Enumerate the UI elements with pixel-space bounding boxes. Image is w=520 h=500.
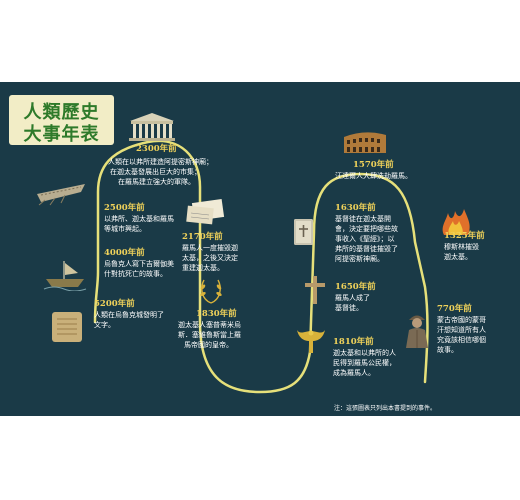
ship-icon <box>43 261 87 291</box>
mongol-khan-icon <box>406 315 428 348</box>
event-line: 基督徒。 <box>335 304 363 312</box>
scroll-icon <box>186 199 225 225</box>
event-year: 5200年前 <box>94 299 135 309</box>
event-line: 汗想知道所有人 <box>437 326 486 334</box>
event-line: 馬帝國的皇帝。 <box>184 341 233 349</box>
event-line: 阿提密斯神廟。 <box>335 255 384 263</box>
event-line: 事收入《聖經》；以 <box>335 235 395 243</box>
boat-icon <box>37 184 85 206</box>
event-2300-desc: 人類在以弗所建造阿提密斯神廟； 在迦太基發展出巨大的市集； 在羅馬建立強大的軍隊… <box>108 157 213 187</box>
cross-icon <box>305 276 325 304</box>
event-5200: 5200年前 人類在烏魯克城發明了 文字。 <box>94 299 164 330</box>
event-line: 蒙古帝國的蒙哥 <box>437 316 486 324</box>
event-line: 基督徒在迦太基開 <box>335 215 391 223</box>
event-line: 迦太基和以弗所的人 <box>333 349 396 357</box>
bible-icon <box>294 219 313 245</box>
event-year: 2500年前 <box>104 203 145 213</box>
event-line: 羅馬人一度摧毀迦 <box>182 244 238 252</box>
event-line: 文字。 <box>94 321 115 329</box>
event-line: 弗所的基督徒摧毀了 <box>335 245 398 253</box>
title-box: 人類歷史 大事年表 <box>9 95 114 145</box>
event-line: 人類在烏魯克城發明了 <box>94 311 164 319</box>
event-4000: 4000年前 烏魯克人寫下吉爾伽美 什對抗死亡的故事。 <box>104 248 174 279</box>
event-line: 成為羅馬人。 <box>333 369 375 377</box>
event-line: 穆斯林摧毀 <box>444 243 479 251</box>
event-year: 1810年前 <box>333 337 374 347</box>
footnote: 注：這張圖表只列出本書提到的事件。 <box>333 405 436 412</box>
title-line-1: 人類歷史 <box>23 102 100 123</box>
event-year: 1830年前 <box>196 309 237 319</box>
timeline-board: 人類歷史 大事年表 <box>0 82 520 416</box>
event-2300: 2300年前 <box>136 144 177 155</box>
event-year: 4000年前 <box>104 248 145 258</box>
title-line-2: 大事年表 <box>23 124 100 145</box>
event-line: 烏魯克人寫下吉爾伽美 <box>104 260 174 268</box>
timeline-path <box>93 139 429 394</box>
event-line: 在迦太基發展出巨大的市集； <box>110 168 201 176</box>
event-1810: 1810年前 迦太基和以弗所的人 民得到羅馬公民權， 成為羅馬人。 <box>333 337 396 378</box>
event-line: 民得到羅馬公民權， <box>333 359 396 367</box>
event-year: 1570年前 <box>353 160 394 170</box>
event-year: 1630年前 <box>335 203 376 213</box>
event-year: 2300年前 <box>136 144 177 154</box>
event-year: 770年前 <box>437 304 472 314</box>
event-year: 1325年前 <box>444 231 485 241</box>
event-770: 770年前 蒙古帝國的蒙哥 汗想知道所有人 究竟該相信哪個 故事。 <box>437 304 486 355</box>
event-line: 迦太基。 <box>444 253 472 261</box>
event-2500: 2500年前 以弗所、迦太基和羅馬 等城市興起。 <box>104 203 174 234</box>
event-1325: 1325年前 穆斯林摧毀 迦太基。 <box>444 231 485 262</box>
event-line: 什對抗死亡的故事。 <box>104 270 167 278</box>
event-2170: 2170年前 羅馬人一度摧毀迦 太基，之後又決定 重建迦太基。 <box>182 232 238 273</box>
event-line: 故事。 <box>437 346 458 354</box>
event-line: 人類在以弗所建造阿提密斯神廟； <box>108 158 213 166</box>
event-1570: 1570年前 汪達爾人大肆洗劫羅馬。 <box>335 160 412 181</box>
event-line: 太基，之後又決定 <box>182 254 238 262</box>
laurel-wreath-icon <box>200 279 222 304</box>
event-line: 會，決定要把哪些故 <box>335 225 398 233</box>
event-line: 羅馬人成了 <box>335 294 370 302</box>
event-line: 迦太基人塞普蒂米烏 <box>178 321 241 329</box>
event-line: 以弗所、迦太基和羅馬 <box>104 215 174 223</box>
temple-icon <box>129 113 175 141</box>
clay-tablet-icon <box>52 312 82 342</box>
event-line: 究竟該相信哪個 <box>437 336 486 344</box>
event-1830: 1830年前 迦太基人塞普蒂米烏 斯．塞維魯斯當上羅 馬帝國的皇帝。 <box>178 309 241 350</box>
fire-icon <box>442 209 470 235</box>
colosseum-icon <box>344 132 386 153</box>
event-line: 斯．塞維魯斯當上羅 <box>178 331 241 339</box>
event-year: 2170年前 <box>182 232 223 242</box>
event-line: 在羅馬建立強大的軍隊。 <box>118 178 195 186</box>
event-1650: 1650年前 羅馬人成了 基督徒。 <box>335 282 376 313</box>
eagle-icon <box>297 330 325 353</box>
event-line: 等城市興起。 <box>104 225 146 233</box>
event-line: 汪達爾人大肆洗劫羅馬。 <box>335 172 412 180</box>
event-year: 1650年前 <box>335 282 376 292</box>
event-line: 重建迦太基。 <box>182 264 224 272</box>
event-1630: 1630年前 基督徒在迦太基開 會，決定要把哪些故 事收入《聖經》；以 弗所的基… <box>335 203 398 264</box>
